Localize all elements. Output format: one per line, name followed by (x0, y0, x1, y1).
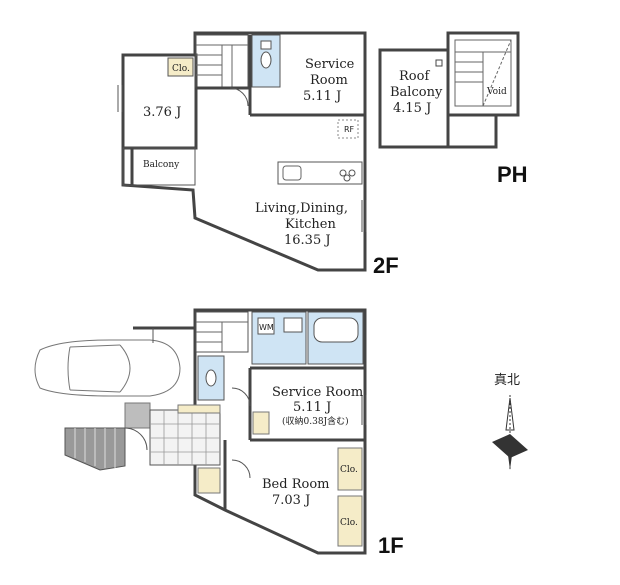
ldk-label: Living,Dining, (255, 201, 348, 216)
refrigerator-label: RF (344, 125, 355, 134)
balcony-label: Balcony (143, 160, 180, 170)
bedroom-size: 7.03 J (272, 493, 310, 508)
closet-2f-label: Clo. (172, 64, 190, 74)
service-room-2f-label-2: Room (310, 73, 348, 88)
service-room-1f-size: 5.11 J (293, 400, 331, 415)
floor-1f-plan (34, 308, 367, 555)
refrigerator-space (337, 119, 359, 139)
service-room-2f-label: Service (305, 57, 355, 72)
floor-1f-label: 1F (378, 533, 404, 558)
entrance-hall (149, 409, 221, 466)
shoe-storage (197, 467, 221, 494)
compass-icon (492, 395, 528, 470)
bedroom-label: Bed Room (262, 477, 329, 492)
closet-upper-1f (337, 447, 363, 491)
void-label: Void (486, 87, 507, 97)
washing-machine-label: WM (259, 323, 274, 332)
ph-label: PH (497, 162, 528, 187)
roof-balcony-size: 4.15 J (393, 101, 431, 116)
north-label: 真北 (494, 373, 520, 388)
service-room-1f-label: Service Room (272, 385, 363, 400)
car-icon (34, 339, 181, 397)
ldk-label-2: Kitchen (285, 217, 336, 232)
west-room-size: 3.76 J (143, 105, 181, 120)
floor-2f-label: 2F (373, 253, 399, 278)
closet-upper-1f-label: Clo. (340, 465, 358, 475)
porch-tile (124, 402, 151, 429)
roof-balcony-label: Roof (399, 69, 430, 84)
floor-2f-plan (117, 31, 367, 272)
bathtub-icon (313, 317, 359, 343)
roof-balcony-label-2: Balcony (390, 85, 443, 100)
penthouse-plan (378, 31, 520, 149)
ldk-size: 16.35 J (284, 233, 331, 248)
service-room-1f-note: (収納0.38J含む) (282, 415, 349, 427)
balcony-area (122, 147, 196, 186)
closet-lower-1f-label: Clo. (340, 518, 358, 528)
closet-2f (167, 57, 194, 77)
closet-lower-1f (337, 495, 363, 547)
service-room-2f-size: 5.11 J (303, 89, 341, 104)
